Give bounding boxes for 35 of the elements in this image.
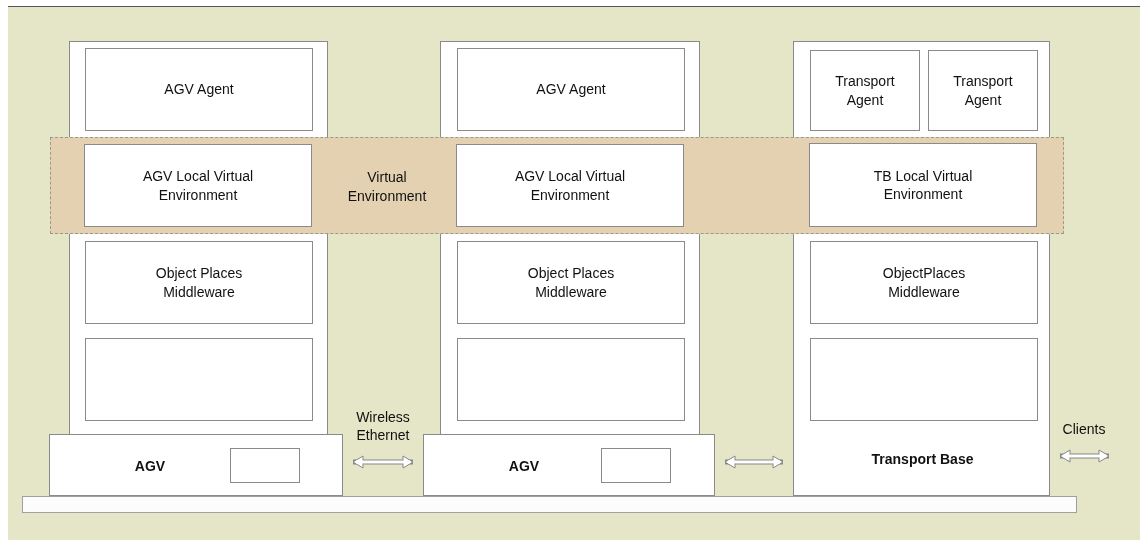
- layer-label: AGV Local Virtual Environment: [141, 167, 255, 204]
- empty-box: [230, 448, 300, 483]
- layer-label: Object Places Middleware: [154, 264, 244, 301]
- layer-label: Transport Agent: [834, 72, 896, 109]
- layer-box: [928, 50, 1038, 131]
- layer-label: AGV Agent: [164, 80, 234, 99]
- empty-box: [601, 448, 671, 483]
- layer-label: Transport Agent: [952, 72, 1014, 109]
- layer-label: AGV Agent: [536, 80, 606, 99]
- empty-box: [457, 338, 685, 421]
- empty-box: [85, 338, 313, 421]
- double-arrow: [724, 455, 784, 469]
- double-arrow: [352, 455, 414, 469]
- layer-box: [809, 143, 1037, 227]
- double-arrow: [1059, 449, 1110, 463]
- layer-box: [85, 241, 313, 324]
- layer-label: Object Places Middleware: [526, 264, 616, 301]
- floor-bar: [22, 496, 1077, 513]
- layer-box: [810, 241, 1038, 324]
- layer-label: AGV: [508, 456, 540, 476]
- layer-label: Transport Base: [871, 449, 974, 469]
- layer-label: TB Local Virtual Environment: [872, 166, 974, 204]
- layer-box: [457, 48, 685, 131]
- layer-label: AGV: [134, 456, 166, 476]
- layer-box: [84, 144, 312, 227]
- empty-box: [810, 338, 1038, 421]
- layer-box: [810, 50, 920, 131]
- layer-box: [85, 48, 313, 131]
- layer-box: [457, 241, 685, 324]
- vehicle-platform: [423, 434, 715, 496]
- vehicle-platform: [49, 434, 343, 496]
- layer-label: AGV Local Virtual Environment: [513, 167, 627, 204]
- band-label: Virtual Environment: [346, 168, 428, 205]
- layer-box: [456, 144, 684, 227]
- layer-label: ObjectPlaces Middleware: [881, 264, 967, 301]
